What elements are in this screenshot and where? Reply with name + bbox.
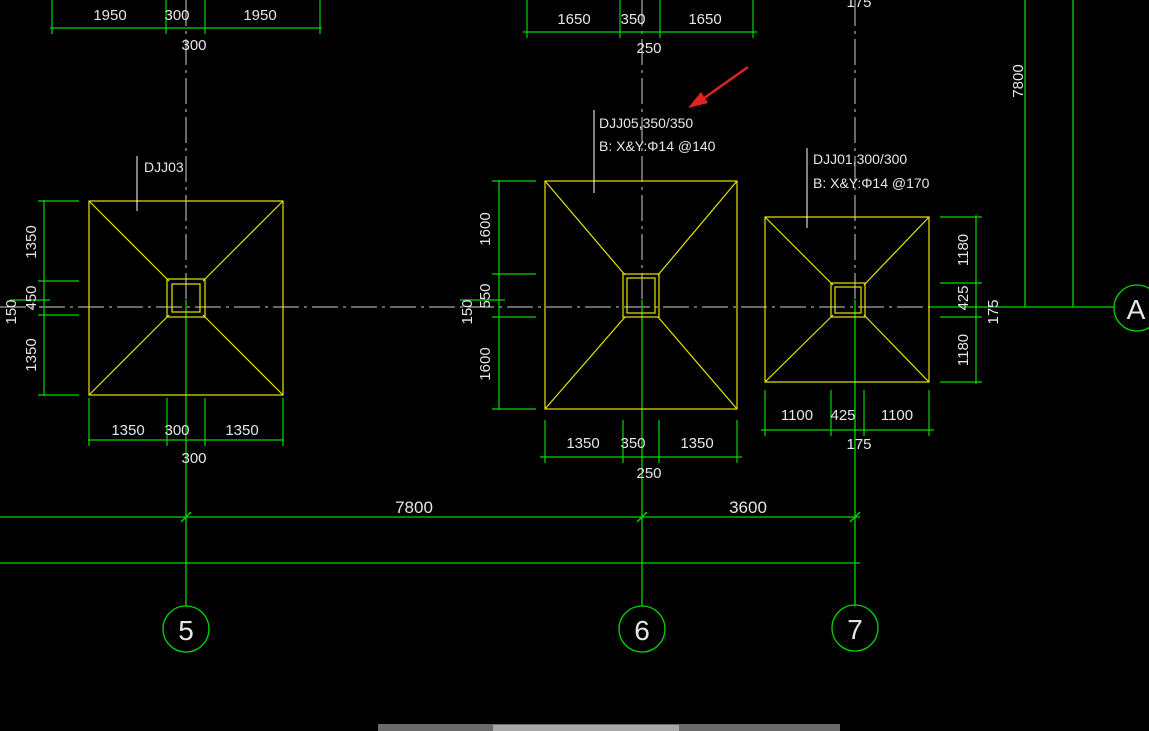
footing-dim-bottom: 1350 <box>566 435 599 452</box>
top-dim-text: 1950 <box>243 7 276 24</box>
horizontal-scrollbar[interactable] <box>378 724 840 731</box>
top-dim-text: 350 <box>620 11 645 28</box>
top-dim-text: 1950 <box>93 7 126 24</box>
span-tick-7 <box>849 511 861 523</box>
top-dim-text: 1650 <box>557 11 590 28</box>
footing-dim-bottom: 1350 <box>680 435 713 452</box>
footing-dim-bottom: 425 <box>830 407 855 424</box>
footing-dim-right: 1180 <box>955 334 972 366</box>
footing-dim-left: 1350 <box>23 338 40 371</box>
footing-dim-total: 250 <box>636 465 661 482</box>
footing-dim-right: 425 <box>955 285 972 310</box>
scrollbar-thumb[interactable] <box>493 725 679 731</box>
column-outer <box>830 282 866 318</box>
axis-bubble-a <box>1113 284 1149 332</box>
footing-label-rebar: B: X&Y:Φ14 @170 <box>813 175 930 191</box>
top-dim-text: 1650 <box>688 11 721 28</box>
footing-outline <box>764 216 930 383</box>
footing-outline <box>544 180 738 410</box>
footing-dim-total: 300 <box>181 450 206 467</box>
footing-djj03 <box>10 156 284 446</box>
footing-dim-left: 1600 <box>477 347 494 380</box>
footing-dim-right: 1180 <box>955 234 972 266</box>
top-dim-text: 175 <box>846 0 871 11</box>
footing-label: DJJ05,350/350 <box>599 115 693 131</box>
footing-label: DJJ01,300/300 <box>813 151 907 167</box>
column-outer <box>622 273 660 318</box>
span-tick-6 <box>636 511 648 523</box>
footing-djj01 <box>761 148 982 436</box>
axis-bubble-7 <box>831 604 879 652</box>
axis-bubbles <box>162 284 1149 653</box>
span-tick-5 <box>180 511 192 523</box>
footing-dim-extra: 150 <box>3 299 20 324</box>
footing-dim-bottom: 300 <box>164 422 189 439</box>
red-arrow-icon <box>688 65 749 108</box>
axis-letter: A <box>1127 294 1146 325</box>
footing-dim-bottom: 1350 <box>111 422 144 439</box>
footing-dim-left: 450 <box>23 285 40 310</box>
top-dim-text: 300 <box>164 7 189 24</box>
footing-dim-left: 550 <box>477 283 494 308</box>
centerlines <box>0 0 1000 500</box>
column-inner <box>626 277 656 314</box>
axis-number: 5 <box>178 615 194 646</box>
footing-dim-bottom: 350 <box>620 435 645 452</box>
footing-dim-total: 175 <box>846 436 871 453</box>
footing-outline <box>88 200 284 396</box>
axis-lines <box>0 0 1114 606</box>
footing-label-rebar: B: X&Y:Φ14 @140 <box>599 138 716 154</box>
footing-label: DJJ03 <box>144 159 184 175</box>
column-outer <box>166 278 206 318</box>
footing-dim-extra: 175 <box>985 299 1002 324</box>
top-dim-text: 300 <box>181 37 206 54</box>
footing-djj05 <box>460 110 742 463</box>
span-dim-text: 3600 <box>729 498 767 517</box>
column-inner <box>834 286 862 314</box>
top-dim-text: 250 <box>636 40 661 57</box>
footing-dim-bottom: 1100 <box>881 407 913 424</box>
footing-dim-left: 1350 <box>23 225 40 258</box>
footing-dim-left: 1600 <box>477 212 494 245</box>
footing-dim-extra: 150 <box>459 299 476 324</box>
footing-dim-bottom: 1100 <box>781 407 813 424</box>
column-inner <box>171 283 201 313</box>
span-dim-text: 7800 <box>395 498 433 517</box>
axis-number: 7 <box>847 614 863 645</box>
footing-dim-bottom: 1350 <box>225 422 258 439</box>
top-dimensions <box>50 0 757 38</box>
axis-number: 6 <box>634 615 650 646</box>
vertical-dim-7800: 7800 <box>1010 64 1027 97</box>
axis-bubble-6 <box>618 605 666 653</box>
axis-bubble-5 <box>162 605 210 653</box>
